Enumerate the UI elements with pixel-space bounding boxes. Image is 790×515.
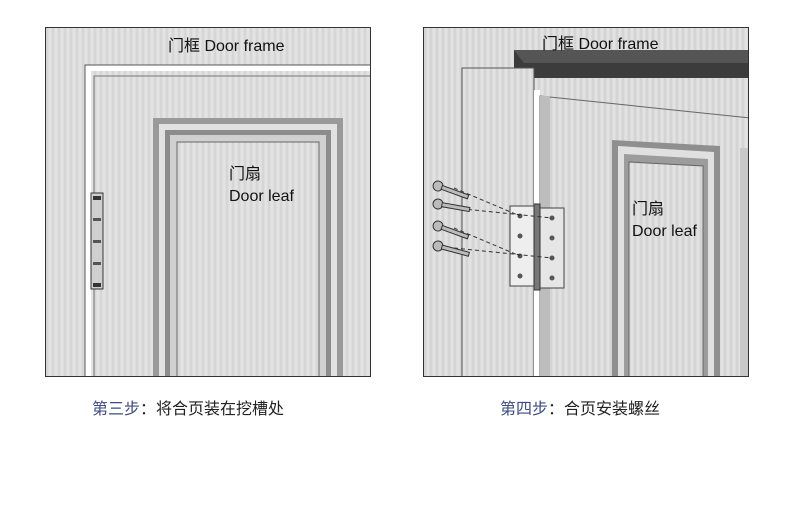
- door-frame-label: 门框 Door frame: [542, 36, 659, 53]
- step4-caption-step: 第四步: [500, 401, 549, 418]
- door-leaf-label-cn: 门扇: [229, 166, 262, 183]
- step4-caption-text: ：合页安装螺丝: [548, 401, 661, 418]
- door-leaf-label-cn: 门扇: [632, 201, 665, 218]
- door-leaf-label-en: Door leaf: [632, 223, 697, 240]
- step4-illustration: 门框 Door frame 门扇 Door leaf: [423, 27, 749, 377]
- step3-illustration: 门框 Door frame 门扇 Door leaf: [45, 27, 371, 377]
- door-frame-label: 门框 Door frame: [168, 38, 285, 55]
- step3-caption-text: ：将合页装在挖槽处: [140, 401, 285, 418]
- step4-door-drawing: [424, 28, 748, 376]
- screw-guide-lines: [453, 187, 553, 259]
- hinge: [90, 192, 104, 290]
- hinge: [509, 203, 565, 291]
- frame-gap: [85, 65, 370, 376]
- step3-door-drawing: [46, 28, 370, 376]
- step3-caption-step: 第三步: [92, 401, 141, 418]
- door-leaf-label-en: Door leaf: [229, 188, 294, 205]
- step4-caption: 第四步：合页安装螺丝: [500, 400, 660, 420]
- screws: [432, 180, 471, 257]
- step3-caption: 第三步：将合页装在挖槽处: [92, 400, 284, 420]
